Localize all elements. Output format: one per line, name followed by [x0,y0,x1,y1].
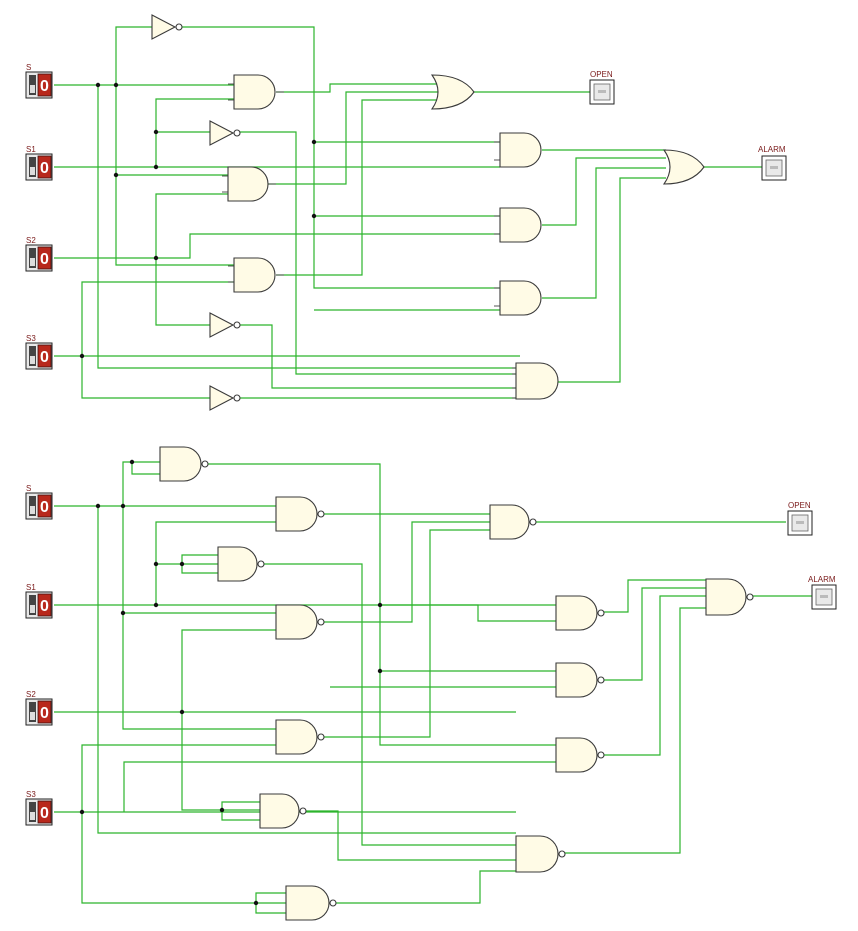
bottom-input-switch-s2[interactable]: S2 0 [25,690,53,726]
bottom-junctions [79,459,383,906]
switch-value: 0 [40,499,49,516]
top-or-gate-open [430,74,475,110]
bottom-circuit: S 0 S1 0 S2 0 S3 0 OPE [25,446,837,921]
bottom-input-switch-s1[interactable]: S1 0 [25,583,53,619]
top-input-switch-s2[interactable]: S2 0 [25,236,53,272]
top-output-lamp-open: OPEN [589,70,615,105]
top-not-gate-2 [209,120,241,146]
bottom-wires [54,461,812,914]
top-or-gate-alarm [662,149,705,185]
switch-label: S2 [26,236,36,245]
bottom-nand-gate-7 [285,885,337,921]
bottom-nand-gate-10 [555,737,605,773]
top-and-gate-1 [228,74,284,110]
switch-value: 0 [40,705,49,722]
top-wires [54,26,762,399]
top-and-gate-4 [494,132,542,168]
top-input-switch-s3[interactable]: S3 0 [25,334,53,370]
switch-value: 0 [40,251,49,268]
bottom-nand-gate-6 [259,793,307,829]
switch-value: 0 [40,598,49,615]
switch-value: 0 [40,160,49,177]
top-and-gate-6 [494,280,542,316]
switch-value: 0 [40,349,49,366]
switch-value: 0 [40,805,49,822]
top-circuit: S 0 S1 0 S2 0 S3 0 OPE [25,14,787,411]
bottom-nand-gate-1 [159,446,209,482]
lamp-label: ALARM [808,575,836,584]
switch-label: S1 [26,583,36,592]
switch-label: S [26,63,31,72]
bottom-nand-gate-9 [555,662,605,698]
top-not-gate-1 [151,14,183,40]
switch-label: S3 [26,790,36,799]
switch-value: 0 [40,78,49,95]
top-gates [151,14,705,411]
top-and-gate-5 [494,207,542,243]
switch-label: S [26,484,31,493]
top-and-gate-2 [222,166,276,202]
bottom-gates [159,446,754,921]
bottom-output-lamp-alarm: ALARM [808,575,837,610]
bottom-nand-gate-4 [275,604,325,640]
lamp-label: OPEN [590,70,613,79]
bottom-nand-gate-open [489,504,537,540]
top-input-switch-s[interactable]: S 0 [25,63,53,99]
bottom-nand-gate-5 [275,719,325,755]
top-output-lamp-alarm: ALARM [758,145,787,181]
bottom-nand-gate-8 [555,595,605,631]
bottom-nand-gate-11 [515,835,566,873]
bottom-input-switch-s3[interactable]: S3 0 [25,790,53,826]
bottom-nand-gate-alarm [705,578,754,616]
lamp-label: ALARM [758,145,786,154]
switch-label: S3 [26,334,36,343]
top-input-switch-s1[interactable]: S1 0 [25,145,53,181]
top-not-gate-3 [209,312,241,338]
top-not-gate-4 [209,385,241,411]
top-junctions [79,82,317,359]
bottom-nand-gate-3 [217,546,265,582]
lamp-label: OPEN [788,501,811,510]
bottom-output-lamp-open: OPEN [787,501,813,536]
top-and-gate-3 [228,257,284,293]
switch-label: S1 [26,145,36,154]
bottom-nand-gate-2 [275,496,325,532]
bottom-input-switch-s[interactable]: S 0 [25,484,53,520]
top-and-gate-7 [512,362,559,400]
switch-label: S2 [26,690,36,699]
